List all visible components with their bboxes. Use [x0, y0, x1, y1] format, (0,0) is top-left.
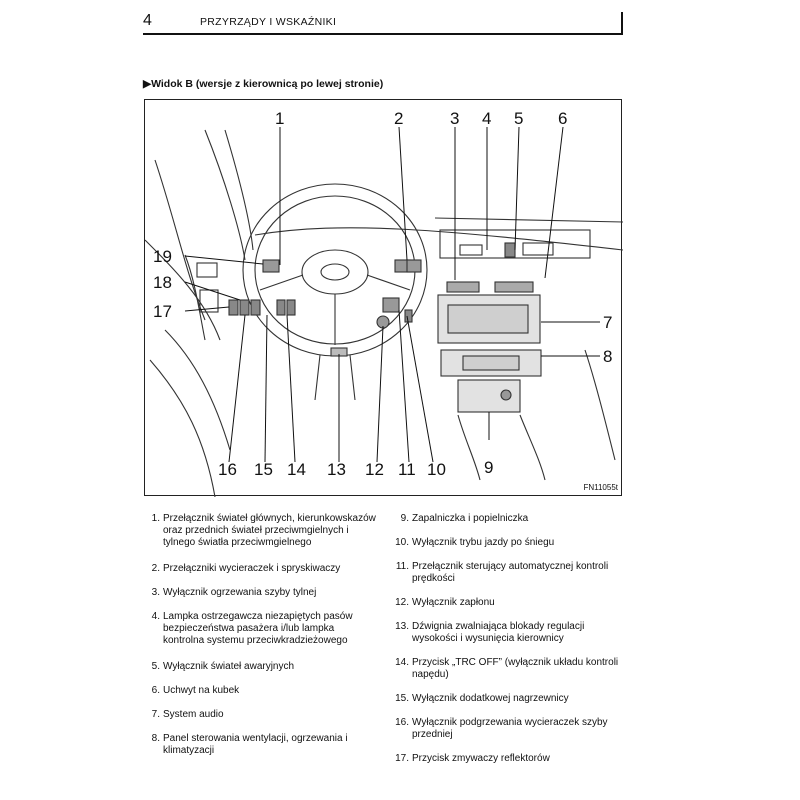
legend-right-column: 9.Zapalniczka i popielniczka 10.Wyłączni…: [392, 513, 627, 765]
section-title: ▶Widok B (wersje z kierownicą po lewej s…: [143, 78, 384, 90]
legend-item: 6.Uchwyt na kubek: [151, 685, 240, 696]
legend-item: 3.Wyłącznik ogrzewania szyby tylnej: [151, 587, 317, 598]
legend-item: 16.Wyłącznik podgrzewania wycieraczek sz…: [395, 717, 608, 740]
callout-7: 7: [603, 313, 612, 332]
legend-item: 8.Panel sterowania wentylacji, ogrzewani…: [151, 733, 348, 756]
dashboard-illustration: 1 2 3 4 5 6 7 8 9 10 11 12 13 14 15 16 1…: [145, 109, 623, 497]
callout-18: 18: [153, 273, 172, 292]
callout-16: 16: [218, 460, 237, 479]
callout-12: 12: [365, 460, 384, 479]
page-number: 4: [143, 12, 152, 29]
header-tick: [621, 12, 623, 34]
callout-13: 13: [327, 460, 346, 479]
legend-item: 9.Zapalniczka i popielniczka: [400, 513, 529, 524]
legend-item: 13.Dźwignia zwalniająca blokady regulacj…: [395, 621, 585, 644]
callout-2: 2: [394, 109, 403, 128]
legend-item: 5.Wyłącznik świateł awaryjnych: [151, 661, 295, 672]
legend-item: 4.Lampka ostrzegawcza niezapiętych pasów…: [151, 611, 353, 646]
callout-15: 15: [254, 460, 273, 479]
legend-item: 10.Wyłącznik trybu jazdy po śniegu: [395, 537, 555, 548]
legend-item: 11.Przełącznik sterujący automatycznej k…: [395, 561, 609, 584]
legend-item: 2.Przełączniki wycieraczek i spryskiwacz…: [151, 563, 341, 574]
callout-8: 8: [603, 347, 612, 366]
legend-item: 15.Wyłącznik dodatkowej nagrzewnicy: [395, 693, 569, 704]
callout-9: 9: [484, 458, 493, 477]
header-rule: [143, 33, 623, 35]
callout-4: 4: [482, 109, 491, 128]
callout-6: 6: [558, 109, 567, 128]
legend-item: 1.Przełącznik świateł głównych, kierunko…: [151, 513, 376, 548]
callout-19: 19: [153, 247, 172, 266]
callout-17: 17: [153, 302, 172, 321]
legend-left-column: 1.Przełącznik świateł głównych, kierunko…: [146, 513, 376, 757]
legend-item: 7.System audio: [151, 709, 224, 720]
header-title: PRZYRZĄDY I WSKAŹNIKI: [200, 16, 337, 28]
legend-item: 14.Przycisk „TRC OFF” (wyłącznik układu …: [395, 657, 619, 680]
figure-code: FN11055t: [583, 483, 618, 492]
dashboard-figure: 1 2 3 4 5 6 7 8 9 10 11 12 13 14 15 16 1…: [144, 99, 623, 497]
callout-5: 5: [514, 109, 523, 128]
callout-10: 10: [427, 460, 446, 479]
callout-11: 11: [398, 460, 416, 479]
callout-14: 14: [287, 460, 306, 479]
callout-3: 3: [450, 109, 459, 128]
legend-item: 12.Wyłącznik zapłonu: [395, 597, 495, 608]
legend-item: 17.Przycisk zmywaczy reflektorów: [395, 753, 550, 764]
callout-1: 1: [275, 109, 284, 128]
